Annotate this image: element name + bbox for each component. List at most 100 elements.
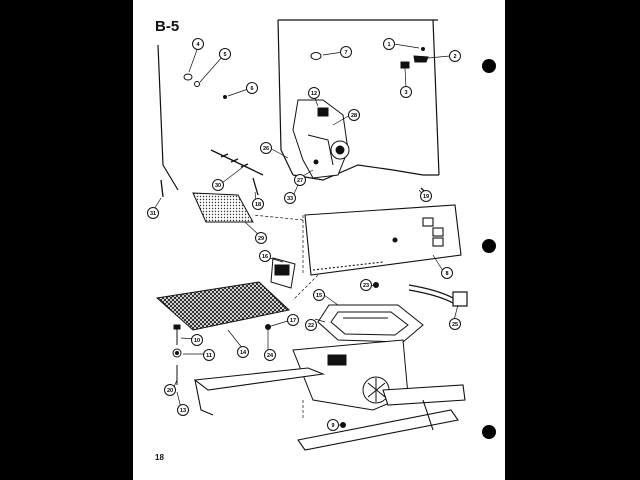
callout-number: 9: [331, 423, 334, 429]
callout-22: 22: [305, 319, 317, 331]
callout-27: 27: [294, 174, 306, 186]
callout-20: 20: [164, 384, 176, 396]
callout-circle: [203, 349, 215, 361]
callout-number: 25: [452, 322, 458, 328]
callout-30: 30: [212, 179, 224, 191]
control-bracket-assembly: [292, 99, 350, 179]
callout-circle: [284, 192, 296, 204]
callout-3: 3: [400, 86, 412, 98]
callout-circle: [305, 319, 317, 331]
callout-6: 6: [246, 82, 258, 94]
callout-number: 26: [263, 146, 269, 152]
callout-number: 19: [423, 194, 429, 200]
callout-circle: [260, 142, 272, 154]
insulation-pad: [192, 192, 254, 223]
callout-number: 11: [206, 353, 212, 359]
callout-28: 28: [348, 109, 360, 121]
callout-circle: [360, 279, 372, 291]
callout-circle: [294, 174, 306, 186]
callout-number: 30: [215, 183, 221, 189]
callout-15: 15: [313, 289, 325, 301]
callout-group: 1234567891011121314151617181920222324252…: [147, 38, 461, 431]
callout-circle: [246, 82, 258, 94]
condenser-coil: [155, 257, 296, 331]
base-rails: [193, 367, 466, 451]
callout-number: 1: [387, 42, 390, 48]
callout-circle: [177, 404, 189, 416]
punch-hole-bottom: [482, 425, 496, 439]
callout-circle: [219, 48, 231, 60]
callout-number: 4: [196, 42, 200, 48]
fan-motor-assembly: [292, 339, 409, 411]
callout-12: 12: [308, 87, 320, 99]
callout-circle: [383, 38, 395, 50]
callout-circle: [449, 50, 461, 62]
callout-number: 31: [150, 211, 156, 217]
callout-circle: [449, 318, 461, 330]
callout-number: 12: [311, 91, 317, 97]
callout-1: 1: [383, 38, 395, 50]
callout-number: 5: [223, 52, 226, 58]
callout-number: 7: [344, 50, 347, 56]
callout-circle: [252, 198, 264, 210]
callout-number: 27: [297, 178, 303, 184]
callout-circle: [191, 334, 203, 346]
callout-circle: [400, 86, 412, 98]
punch-hole-top: [482, 59, 496, 73]
callout-number: 16: [262, 254, 268, 260]
callout-33: 33: [284, 192, 296, 204]
callout-number: 28: [351, 113, 357, 119]
callout-number: 8: [445, 271, 448, 277]
callout-number: 17: [290, 318, 296, 324]
callout-16: 16: [259, 250, 271, 262]
callout-number: 2: [453, 54, 456, 60]
callout-29: 29: [255, 232, 267, 244]
drain-pan: [317, 304, 424, 343]
callout-number: 3: [404, 90, 407, 96]
alignment-lines: [252, 214, 319, 420]
callout-circle: [255, 232, 267, 244]
callout-circle: [192, 38, 204, 50]
callout-circle: [147, 207, 159, 219]
rods-and-springs: [160, 149, 429, 198]
callout-circle: [441, 267, 453, 279]
callout-13: 13: [177, 404, 189, 416]
callout-number: 14: [240, 350, 247, 356]
callout-23: 23: [360, 279, 372, 291]
rear-panel: [304, 204, 462, 276]
callout-circle: [264, 349, 276, 361]
callout-circle: [259, 250, 271, 262]
callout-11: 11: [203, 349, 215, 361]
exploded-parts-drawing: 1234567891011121314151617181920222324252…: [147, 19, 496, 451]
punch-hole-middle: [482, 239, 496, 253]
callout-5: 5: [219, 48, 231, 60]
callout-number: 29: [258, 236, 264, 242]
callout-number: 18: [255, 202, 261, 208]
callout-number: 15: [316, 293, 322, 299]
callout-circle: [212, 179, 224, 191]
callout-number: 23: [363, 283, 369, 289]
callout-number: 6: [250, 86, 253, 92]
small-hardware: [183, 47, 429, 99]
callout-14: 14: [237, 346, 249, 358]
callout-2: 2: [449, 50, 461, 62]
callout-number: 33: [287, 196, 293, 202]
callout-circle: [313, 289, 325, 301]
drain-tube: [408, 284, 468, 307]
callout-19: 19: [420, 190, 432, 202]
callout-25: 25: [449, 318, 461, 330]
callout-number: 13: [180, 408, 186, 414]
callout-circle: [340, 46, 352, 58]
callout-circle: [420, 190, 432, 202]
callout-number: 22: [308, 323, 314, 329]
page-number: 18: [155, 453, 164, 462]
callout-26: 26: [260, 142, 272, 154]
callout-9: 9: [327, 419, 339, 431]
callout-circle: [348, 109, 360, 121]
callout-number: 24: [267, 353, 274, 359]
diagram-page: B-5 18: [133, 0, 505, 480]
callout-4: 4: [192, 38, 204, 50]
callout-circle: [164, 384, 176, 396]
callout-circle: [287, 314, 299, 326]
callout-17: 17: [287, 314, 299, 326]
